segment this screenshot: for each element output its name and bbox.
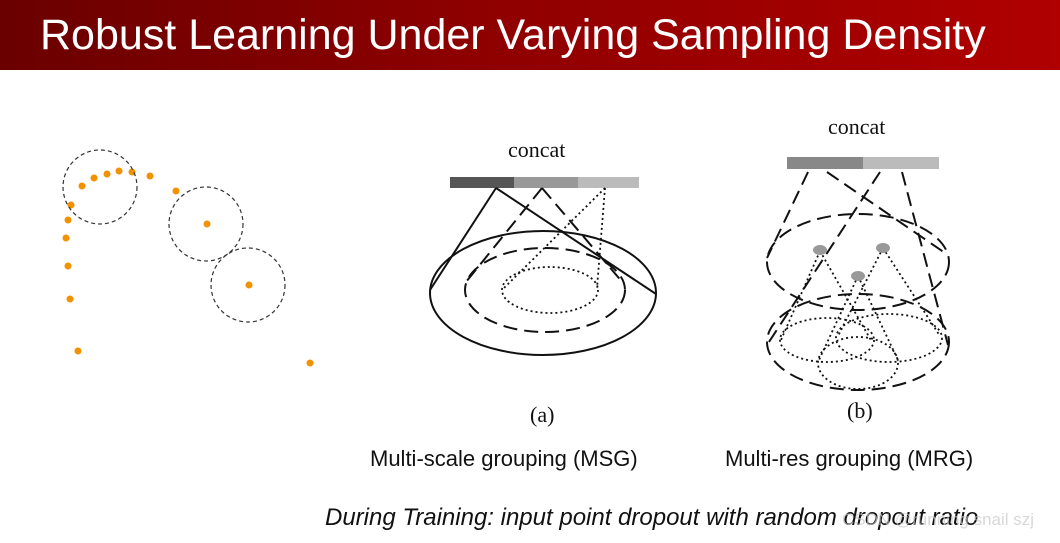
mrg-dot-cone: [780, 250, 821, 341]
mrg-centroid: [813, 245, 827, 255]
page-title: Robust Learning Under Varying Sampling D…: [40, 11, 986, 59]
msg-concat-label: concat: [508, 137, 565, 162]
msg-inner-cone-right: [596, 187, 606, 289]
mrg-dot-cone: [818, 275, 859, 361]
point: [128, 168, 136, 176]
mrg-caption: Multi-res grouping (MRG): [725, 446, 974, 471]
mrg-dot-cone: [837, 247, 884, 337]
msg-outer-cone-left: [429, 187, 497, 291]
msg-caption: Multi-scale grouping (MSG): [370, 446, 638, 471]
msg-inner-cone-left: [503, 187, 606, 289]
mrg-subregion-ellipse: [817, 336, 899, 390]
point: [78, 182, 86, 190]
point: [245, 281, 253, 289]
point: [64, 262, 72, 270]
msg-outer-cone-right: [495, 187, 657, 295]
mrg-cone-line: [826, 171, 949, 256]
msg-concat-segment-2: [514, 177, 578, 188]
msg-outer-ellipse: [429, 230, 657, 356]
msg-mid-ellipse: [464, 247, 626, 333]
msg-inner-ellipse: [501, 266, 599, 314]
point: [146, 172, 154, 180]
point: [62, 234, 70, 242]
watermark: CSDN @running snail szj: [842, 510, 1035, 529]
msg-concat-segment-1: [450, 177, 514, 188]
point: [115, 167, 123, 175]
point: [64, 216, 72, 224]
point: [306, 359, 314, 367]
msg-subfig-label: (a): [530, 402, 554, 427]
mrg-lower-ellipse: [766, 293, 950, 391]
point: [203, 220, 211, 228]
point: [90, 174, 98, 182]
sampling-circle: [210, 247, 286, 323]
mrg-cone-line: [766, 171, 809, 259]
mrg-concat-segment-2: [863, 157, 939, 169]
point: [66, 295, 74, 303]
mrg-subregion-ellipse: [779, 317, 875, 363]
msg-concat-segment-3: [578, 177, 639, 188]
point-cloud: [62, 167, 314, 367]
mrg-concat-segment-1: [787, 157, 863, 169]
mrg-dot-cone: [857, 275, 899, 361]
title-bar: Robust Learning Under Varying Sampling D…: [0, 0, 1060, 70]
mrg-concat-label: concat: [828, 114, 885, 139]
msg-diagram: concat (a): [429, 137, 657, 427]
sampling-circle: [168, 186, 244, 262]
sampling-circle: [62, 149, 138, 225]
mrg-centroid: [876, 243, 890, 253]
mrg-subfig-label: (b): [847, 398, 873, 423]
msg-mid-cone-right: [541, 187, 625, 285]
mrg-subregion-ellipse: [835, 313, 943, 363]
point: [172, 187, 180, 195]
mrg-diagram: concat (b): [766, 114, 950, 423]
point: [74, 347, 82, 355]
mrg-cone-line: [766, 171, 881, 346]
mrg-cone-line: [901, 171, 949, 346]
mrg-upper-ellipse: [766, 213, 950, 311]
sampling-circles: [62, 149, 286, 323]
mrg-centroid: [851, 271, 865, 281]
point: [103, 170, 111, 178]
training-note: During Training: input point dropout wit…: [325, 504, 979, 531]
